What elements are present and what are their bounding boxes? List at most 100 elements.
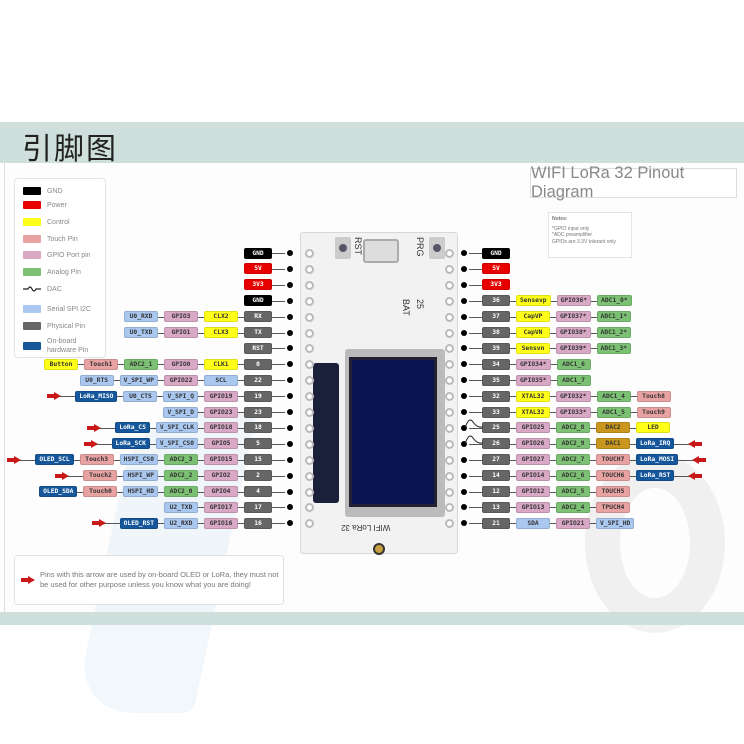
arrow-note: Pins with this arrow are used by on-boar… — [14, 555, 284, 605]
physical-pin-label: 3V3 — [482, 279, 510, 291]
pin-function-analog: ADC1_3* — [596, 342, 632, 354]
pin-dot — [287, 409, 293, 415]
pin-function-gpio: GPIO33* — [556, 406, 591, 418]
pin-function-analog: ADC1_0* — [597, 295, 632, 307]
header-hole — [445, 376, 454, 386]
pin-dot — [461, 456, 467, 463]
pin-function-gpio: GPIO2 — [204, 470, 238, 482]
physical-pin-label: 39 — [482, 342, 510, 354]
pin-function-gpio: GPIO16 — [204, 517, 238, 529]
pin-function-gpio: GPIO17 — [204, 501, 238, 513]
header-hole — [305, 296, 314, 306]
pin-function-serial: U2_RXD — [164, 517, 198, 529]
pin-dot — [287, 393, 293, 400]
legend-item: Serial SPI I2C — [23, 305, 91, 313]
pin-function-serial: V_SPI_HD — [596, 517, 635, 529]
pin-function-touch: TOUCH5 — [596, 486, 630, 497]
pin-function-onboard: LoRa_MISO — [75, 390, 118, 402]
header-hole — [445, 360, 454, 370]
pin-function-ctrl: XTAL32 — [516, 406, 550, 418]
pin-function-ctrl: CapVP — [516, 311, 550, 323]
pin-function-gpio: GPIO23 — [204, 406, 238, 418]
pin-function-ctrl: Sensevp — [516, 295, 551, 307]
physical-pin-label: GND — [244, 295, 272, 307]
pin-function-gpio: GPIO5 — [204, 438, 238, 450]
board-name: WIFI LoRa 32 — [341, 523, 391, 532]
physical-pin-label: 38 — [482, 327, 510, 338]
pin-function-analog: ADC1_5 — [596, 406, 631, 418]
header-hole — [305, 455, 314, 465]
led-label: 25 — [415, 299, 425, 310]
pin-function-gpio: GPIO39* — [556, 342, 591, 354]
pin-function-gpio: GPIO34* — [516, 358, 551, 370]
prg-button — [429, 237, 445, 259]
legend-label: Power — [47, 201, 67, 209]
pin-function-onboard: LoRa_SCK — [111, 438, 150, 450]
pin-dot — [287, 297, 293, 304]
physical-pin-label: 12 — [482, 486, 510, 497]
legend-item: Analog Pin — [23, 268, 81, 276]
physical-pin-label: 35 — [482, 374, 510, 386]
physical-pin-label: 4 — [244, 486, 272, 497]
legend-item: Touch Pin — [23, 235, 78, 243]
pin-dot — [461, 424, 467, 431]
legend-item: On-board hardware Pin — [23, 337, 107, 355]
legend-label: Analog Pin — [47, 268, 81, 276]
onboard-arrow-icon — [7, 455, 22, 464]
pin-dot — [461, 393, 467, 400]
pin-dot — [287, 345, 293, 352]
physical-pin-label: 27 — [482, 454, 510, 466]
pin-dot — [287, 377, 293, 384]
pin-function-serial: SCL — [204, 374, 238, 386]
pin-function-gpio: GPIO13 — [516, 501, 550, 513]
pin-function-gpio: GPIO19 — [204, 390, 238, 402]
pin-dot — [461, 345, 467, 352]
legend-swatch — [23, 218, 41, 226]
legend-label: Control — [47, 218, 70, 226]
legend-label: DAC — [47, 285, 62, 293]
header-hole — [305, 312, 314, 322]
pin-dot — [287, 520, 293, 527]
pin-function-gpio: GPIO18 — [204, 422, 238, 434]
physical-pin-label: 5V — [244, 263, 272, 275]
legend-label: GPIO Port pin — [47, 251, 91, 259]
pin-dot — [461, 440, 467, 447]
rst-button — [335, 237, 351, 259]
pin-function-ctrl: CLX3 — [204, 327, 238, 338]
pin-dot — [461, 329, 467, 336]
header-hole — [305, 376, 314, 386]
pin-function-ctrl: CLK1 — [204, 358, 238, 370]
physical-pin-label: RX — [244, 311, 272, 323]
pin-function-analog: ADC1_2* — [596, 327, 632, 338]
pin-function-gpio: GPIO27 — [516, 454, 550, 466]
legend-item: Control — [23, 218, 70, 226]
pin-dot — [461, 488, 467, 495]
pin-row: RST — [244, 342, 293, 354]
legend-item: DAC — [23, 285, 62, 293]
header-hole — [305, 408, 314, 417]
pin-function-analog: ADC2_4 — [556, 501, 590, 513]
pin-function-onboard: LoRa_CS — [115, 422, 150, 434]
pin-function-analog: ADC2_6 — [556, 470, 590, 482]
pin-function-gpio: GPIO12 — [516, 486, 550, 497]
pin-dot — [461, 313, 467, 320]
physical-pin-label: 15 — [244, 454, 272, 466]
physical-pin-label: TX — [244, 327, 272, 338]
pin-row: 3V3 — [461, 279, 510, 291]
legend-swatch — [23, 187, 41, 195]
pin-function-serial: V_SPI_WP — [119, 374, 158, 386]
